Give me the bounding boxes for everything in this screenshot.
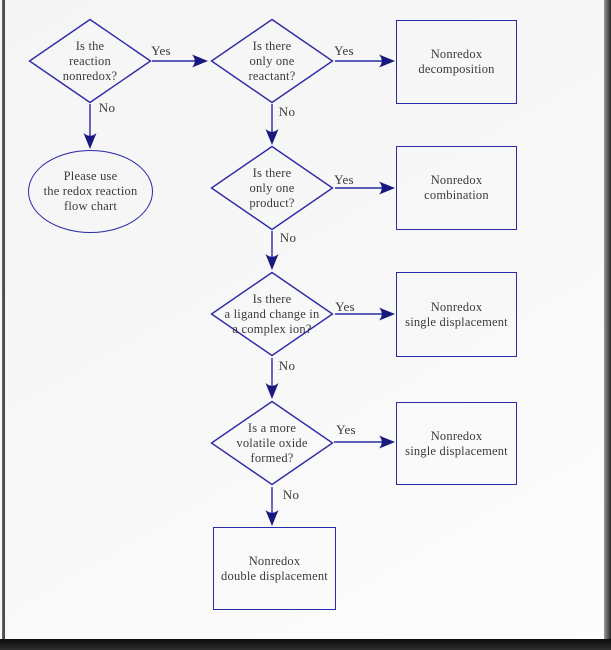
- arrow-ligand-change-no: [265, 358, 279, 399]
- result-nonredox-decomposition: Nonredox decomposition: [396, 20, 517, 104]
- terminal-text: Please use the redox reaction flow chart: [43, 169, 138, 213]
- arrow-one-product-no: [265, 231, 279, 270]
- edge-label-no: No: [279, 230, 297, 245]
- edge-label-yes: Yes: [334, 172, 354, 187]
- window-edge-left: [2, 0, 5, 650]
- result-text: Nonredox combination: [424, 173, 489, 202]
- decision-text: Is the reaction nonredox?: [62, 38, 118, 83]
- decision-text: Is there only one product?: [249, 165, 295, 210]
- edge-label-yes: Yes: [336, 422, 356, 437]
- window-edge-bottom: [0, 639, 611, 650]
- diamond-shape: [28, 18, 152, 104]
- arrow-volatile-oxide-no: [265, 487, 279, 526]
- arrow-one-reactant-no: [265, 104, 279, 145]
- window-edge-right: [604, 0, 611, 650]
- diamond-shape: [210, 271, 334, 357]
- decision-text: Is there only one reactant?: [248, 38, 296, 83]
- diamond-shape: [210, 18, 334, 104]
- edge-label-no: No: [278, 104, 296, 119]
- terminal-use-redox-chart: Please use the redox reaction flow chart: [28, 150, 153, 233]
- diamond-shape: [210, 145, 334, 231]
- edge-label-yes: Yes: [334, 43, 354, 58]
- arrow-nonredox-no: [83, 104, 97, 149]
- result-nonredox-double-displacement: Nonredox double displacement: [213, 527, 336, 610]
- decision-only-one-product: Is there only one product?: [210, 145, 334, 231]
- diamond-shape: [210, 400, 334, 486]
- edge-label-no: No: [282, 487, 300, 502]
- decision-text: Is there a ligand change in a complex io…: [224, 291, 320, 336]
- result-nonredox-single-displacement-1: Nonredox single displacement: [396, 272, 517, 357]
- edge-label-no: No: [98, 100, 116, 115]
- result-text: Nonredox single displacement: [405, 428, 508, 458]
- result-text: Nonredox single displacement: [405, 299, 508, 329]
- edge-label-yes: Yes: [151, 43, 171, 58]
- edge-label-yes: Yes: [335, 299, 355, 314]
- result-nonredox-combination: Nonredox combination: [396, 146, 517, 230]
- decision-only-one-reactant: Is there only one reactant?: [210, 18, 334, 104]
- result-text: Nonredox double displacement: [221, 553, 328, 583]
- decision-volatile-oxide: Is a more volatile oxide formed?: [210, 400, 334, 486]
- result-text: Nonredox decomposition: [418, 47, 495, 76]
- decision-is-reaction-nonredox: Is the reaction nonredox?: [28, 18, 152, 104]
- decision-text: Is a more volatile oxide formed?: [236, 420, 308, 465]
- edge-label-no: No: [278, 358, 296, 373]
- result-nonredox-single-displacement-2: Nonredox single displacement: [396, 402, 517, 485]
- decision-ligand-change: Is there a ligand change in a complex io…: [210, 271, 334, 357]
